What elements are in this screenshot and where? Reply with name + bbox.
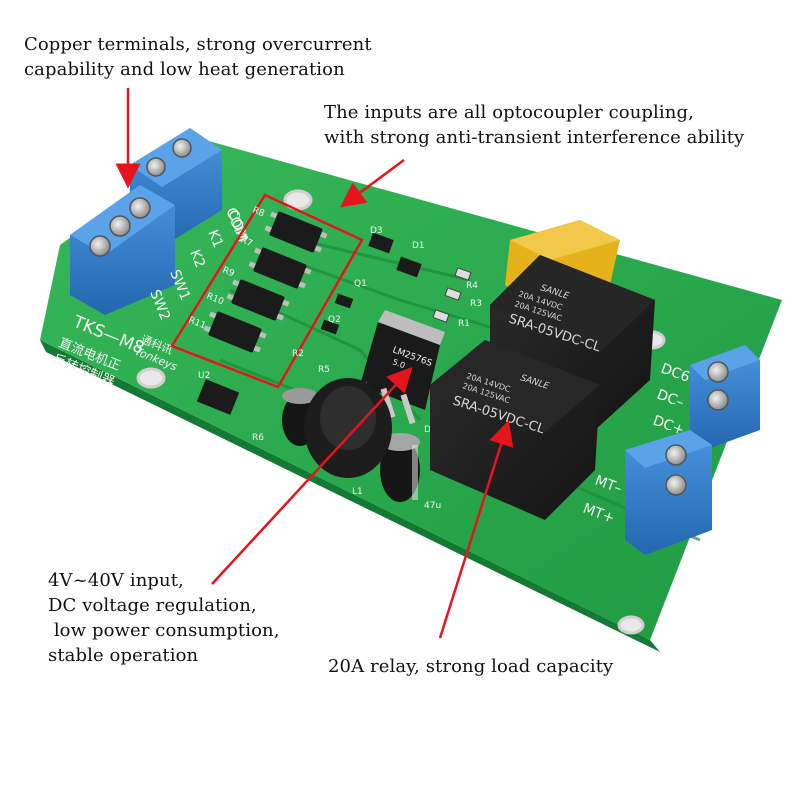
screw-icon[interactable] [707,361,729,383]
svg-text:Q2: Q2 [328,315,341,325]
svg-text:R5: R5 [318,365,330,375]
svg-text:R2: R2 [292,349,304,359]
port-label-k1: K1 [204,228,226,251]
svg-text:D1: D1 [412,241,425,251]
screw-icon[interactable] [172,138,192,158]
silkscreen-references: R8 R7 R9 R10 R11 D3 D1 R4 R3 R1 Q1 Q2 R2… [187,206,482,511]
svg-text:U2: U2 [198,371,210,381]
arrow-optocoupler [339,158,405,208]
arrow-relay [438,420,514,639]
optocoupler-chips [203,211,328,353]
svg-text:R8: R8 [251,206,266,220]
svg-text:47u: 47u [424,501,441,511]
smd-components [196,232,472,415]
screw-icon[interactable] [109,215,131,237]
svg-text:R6: R6 [252,433,264,443]
svg-text:R7: R7 [239,236,254,250]
svg-text:D3: D3 [370,226,383,236]
optocoupler-highlight-box [170,193,364,389]
svg-text:R3: R3 [470,299,482,309]
inductor [304,378,392,478]
svg-text:R9: R9 [221,266,236,280]
screw-icon[interactable] [89,235,111,257]
svg-text:R4: R4 [466,281,478,291]
pcb-edge [40,340,660,652]
screw-icon[interactable] [146,157,166,177]
terminal-block-right-lower [625,430,712,555]
port-label-k2: K2 [186,248,208,271]
screw-icon[interactable] [665,444,687,466]
terminal-block-left-lower [70,185,175,315]
callout-relay: 20A relay, strong load capacity [328,656,614,677]
screw-icon[interactable] [665,474,687,496]
screw-icon[interactable] [129,197,151,219]
callout-terminals: Copper terminals, strong overcurrent cap… [24,34,372,80]
svg-text:L1: L1 [352,487,363,497]
svg-text:Q1: Q1 [354,279,367,289]
relay-rear: SANLE 20A 14VDC 20A 125VAC SRA-05VDC-CL [490,255,655,430]
callout-optocoupler: The inputs are all optocoupler coupling,… [324,102,745,148]
terminal-block-right-upper [690,345,760,450]
annotation-arrows [115,88,514,639]
screw-icon[interactable] [707,389,729,411]
callout-regulation: 4V~40V input, DC voltage regulation, low… [48,570,280,666]
arrow-regulation [211,366,413,585]
svg-text:R1: R1 [458,319,470,329]
